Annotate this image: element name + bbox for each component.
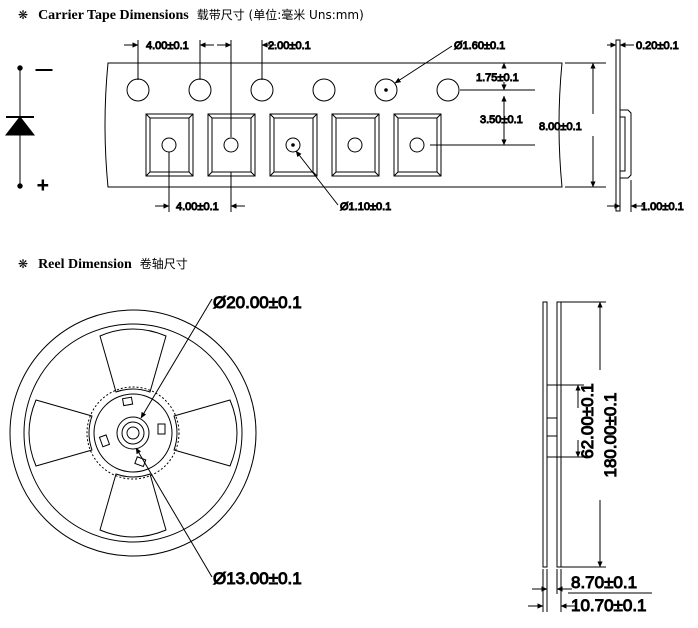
dim-edge-offset: 1.75±0.1 — [476, 72, 519, 84]
reel-section-title: Reel Dimension — [38, 257, 132, 272]
tape-section-heading: ❋ Carrier Tape Dimensions 载带尺寸 (单位:毫米 Uns:… — [18, 6, 364, 24]
dim-hub-height: 62.00±0.1 — [578, 383, 597, 459]
dim-hole-pitch: 2.00±0.1 — [268, 40, 311, 52]
dim-pocket-hole-dia: Ø1.10±0.1 — [340, 201, 391, 213]
tape-section-subtitle: 载带尺寸 (单位:毫米 Uns:mm) — [196, 8, 364, 22]
dim-pocket-depth: 1.00±0.1 — [641, 201, 684, 213]
dim-tape-width: 8.00±0.1 — [539, 121, 582, 133]
dim-reel-dia: 180.00±0.1 — [601, 393, 620, 478]
tape-side-profile — [607, 39, 645, 212]
bullet-icon: ❋ — [18, 8, 29, 22]
polarity-plus-label: + — [37, 175, 49, 197]
polarity-minus-label: — — [36, 61, 52, 78]
dim-outer-width: 10.70±0.1 — [571, 596, 647, 615]
dim-hole-dia: Ø1.60±0.1 — [454, 40, 505, 52]
reel-section-heading: ❋ Reel Dimension 卷轴尺寸 — [18, 255, 188, 273]
reel-section-subtitle: 卷轴尺寸 — [139, 257, 188, 271]
dim-hub-dia: Ø20.00±0.1 — [213, 293, 302, 312]
dim-pitch-bottom: 4.00±0.1 — [176, 201, 219, 213]
tape-section-title: Carrier Tape Dimensions — [38, 8, 189, 23]
dim-inner-width: 8.70±0.1 — [571, 573, 637, 592]
dim-thickness: 0.20±0.1 — [636, 40, 679, 52]
diode-symbol — [4, 65, 36, 189]
dim-arbor-dia: Ø13.00±0.1 — [213, 569, 302, 588]
carrier-tape — [104, 62, 563, 188]
bullet-icon: ❋ — [18, 257, 29, 271]
tape-dimension-lines — [124, 40, 606, 212]
reel-side-view — [528, 301, 652, 612]
component-pockets — [145, 113, 442, 177]
reel-front-view — [9, 298, 257, 578]
dim-center-offset: 3.50±0.1 — [480, 114, 523, 126]
sprocket-holes — [126, 78, 460, 102]
dim-pitch-top: 4.00±0.1 — [146, 40, 189, 52]
